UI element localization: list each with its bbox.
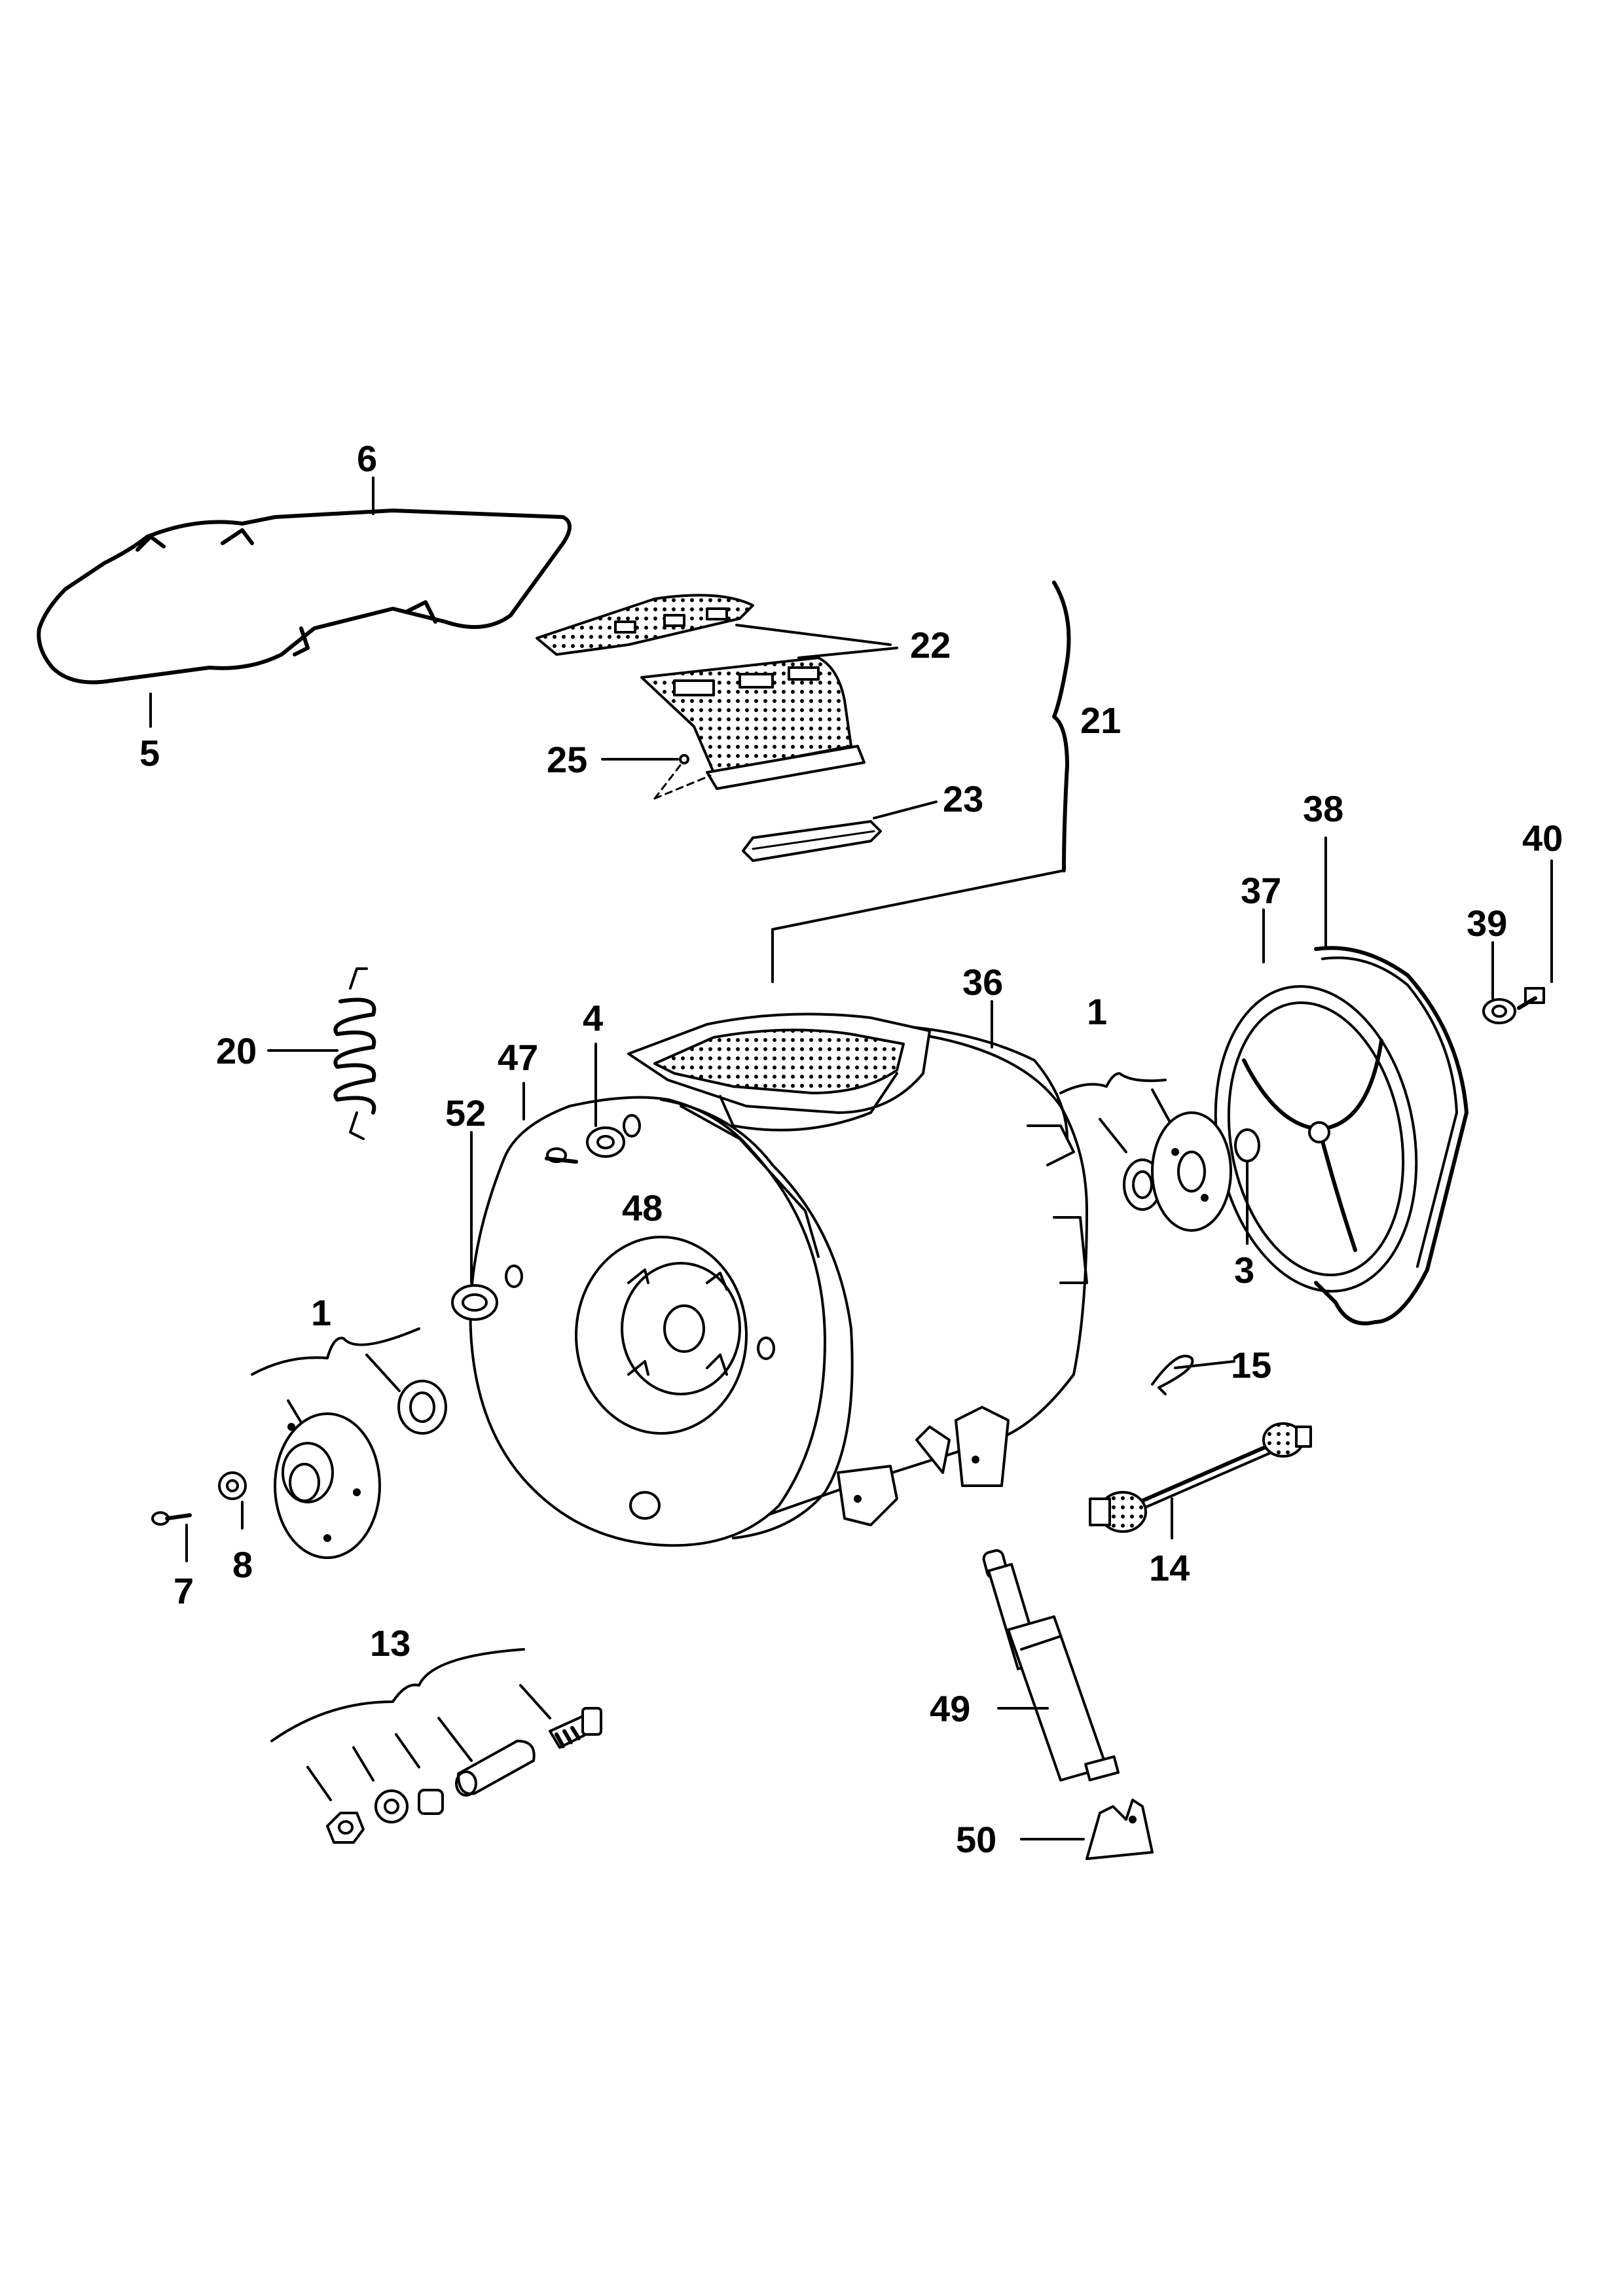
label-1-left: 1 — [311, 1292, 331, 1333]
label-36: 36 — [962, 961, 1003, 1003]
kit-sleeve — [455, 1740, 536, 1797]
bearing-left — [397, 1380, 447, 1435]
label-6: 6 — [357, 438, 377, 479]
label-40: 40 — [1522, 817, 1563, 859]
label-23: 23 — [943, 778, 983, 819]
label-39: 39 — [1467, 903, 1507, 944]
kit-bolt — [549, 1707, 602, 1749]
shock-absorber-49 — [982, 1549, 1120, 1782]
tie-rod-14 — [1089, 1422, 1312, 1533]
clip-15 — [1151, 1354, 1194, 1395]
brace-21 — [1052, 581, 1071, 872]
filter-grille-lower — [640, 656, 866, 790]
label-22: 22 — [910, 624, 951, 666]
screw-48 — [545, 1147, 578, 1164]
flange-left — [274, 1412, 381, 1559]
wire-hoop-part — [37, 476, 572, 728]
label-50: 50 — [956, 1819, 996, 1860]
kit-nut — [326, 1812, 365, 1844]
spring-20 — [333, 967, 376, 1140]
hose-nozzle-4 — [586, 1126, 625, 1158]
label-5: 5 — [139, 732, 160, 774]
drum-pulley-37 — [1214, 985, 1418, 1293]
bolt-7 — [151, 1511, 192, 1526]
label-7: 7 — [173, 1570, 194, 1611]
label-49: 49 — [930, 1688, 970, 1729]
washer-8 — [218, 1471, 247, 1500]
kit-washer — [374, 1789, 409, 1823]
label-48: 48 — [622, 1187, 663, 1229]
label-52: 52 — [445, 1092, 486, 1134]
label-4: 4 — [583, 997, 603, 1039]
label-14: 14 — [1149, 1547, 1190, 1588]
screw-25 — [679, 754, 689, 764]
nut-39 — [1482, 998, 1516, 1024]
seal-3 — [1234, 1128, 1260, 1162]
filter-grille-upper — [536, 594, 754, 656]
label-38: 38 — [1303, 788, 1343, 829]
bracket-1-right — [1059, 1072, 1167, 1094]
label-21: 21 — [1080, 700, 1121, 741]
label-47: 47 — [498, 1037, 538, 1078]
label-13: 13 — [370, 1623, 410, 1664]
tub-top-opening — [627, 1013, 931, 1132]
bracket-13 — [270, 1648, 525, 1742]
label-8: 8 — [232, 1544, 253, 1585]
label-25: 25 — [547, 739, 587, 780]
grommet-52 — [451, 1284, 498, 1321]
lifter-rib-23 — [742, 820, 882, 862]
label-15: 15 — [1231, 1344, 1271, 1386]
label-1-right: 1 — [1087, 991, 1107, 1032]
label-3: 3 — [1234, 1249, 1254, 1291]
label-37: 37 — [1241, 870, 1281, 911]
bolt-40 — [1517, 987, 1545, 1010]
kit-bushing — [418, 1789, 444, 1815]
label-20: 20 — [216, 1030, 257, 1071]
bracket-1-left — [251, 1327, 420, 1376]
mount-bracket-50 — [1085, 1799, 1154, 1860]
flange-right — [1151, 1111, 1232, 1232]
drive-belt-38 — [1314, 946, 1468, 1325]
